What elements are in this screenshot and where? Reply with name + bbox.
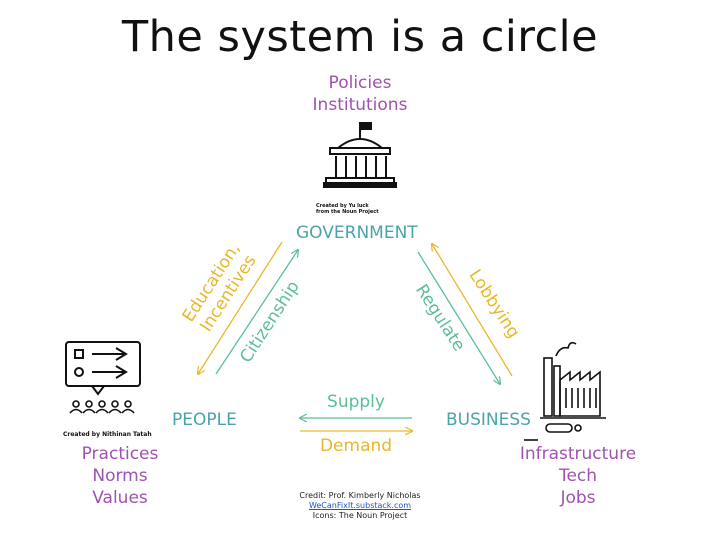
education-incentives-arrow [198,241,283,374]
people-attributes: Practices Norms Values [70,443,170,509]
government-attribute: Policies [328,73,392,93]
government-attribute: Institutions [312,95,408,115]
business-attribute: Jobs [560,488,596,508]
business-attribute: Infrastructure [519,444,637,464]
business-attribute: Tech [558,466,598,486]
citizenship-arrow [215,250,298,375]
footer-credits: Credit: Prof. Kimberly Nicholas WeCanFix… [260,491,460,521]
people-icon-credit: Created by Nithinan Tatah [63,431,152,438]
footer-credit: Credit: Prof. Kimberly Nicholas [299,491,421,500]
supply-label: Supply [327,392,385,412]
footer-link[interactable]: WeCanFixIt.substack.com [308,501,412,510]
people-presentation-icon [65,341,141,414]
government-icon-credit: Created by Yu luck from the Noun Project [316,203,379,215]
page-title: The system is a circle [121,12,599,62]
demand-label: Demand [319,436,393,456]
lobbying-arrow [432,244,513,377]
people-attribute: Practices [81,444,159,464]
people-label: PEOPLE [172,410,237,430]
footer-icons-credit: Icons: The Noun Project [312,511,408,520]
people-attribute: Norms [92,466,148,486]
government-attributes: Policies Institutions [260,72,460,116]
business-attributes: Infrastructure Tech Jobs [518,443,638,509]
business-label: BUSINESS [446,410,531,430]
factory-icon [524,341,606,441]
government-building-icon [323,122,397,188]
government-label: GOVERNMENT [296,223,418,243]
regulate-arrow [417,251,500,384]
people-attribute: Values [92,488,148,508]
